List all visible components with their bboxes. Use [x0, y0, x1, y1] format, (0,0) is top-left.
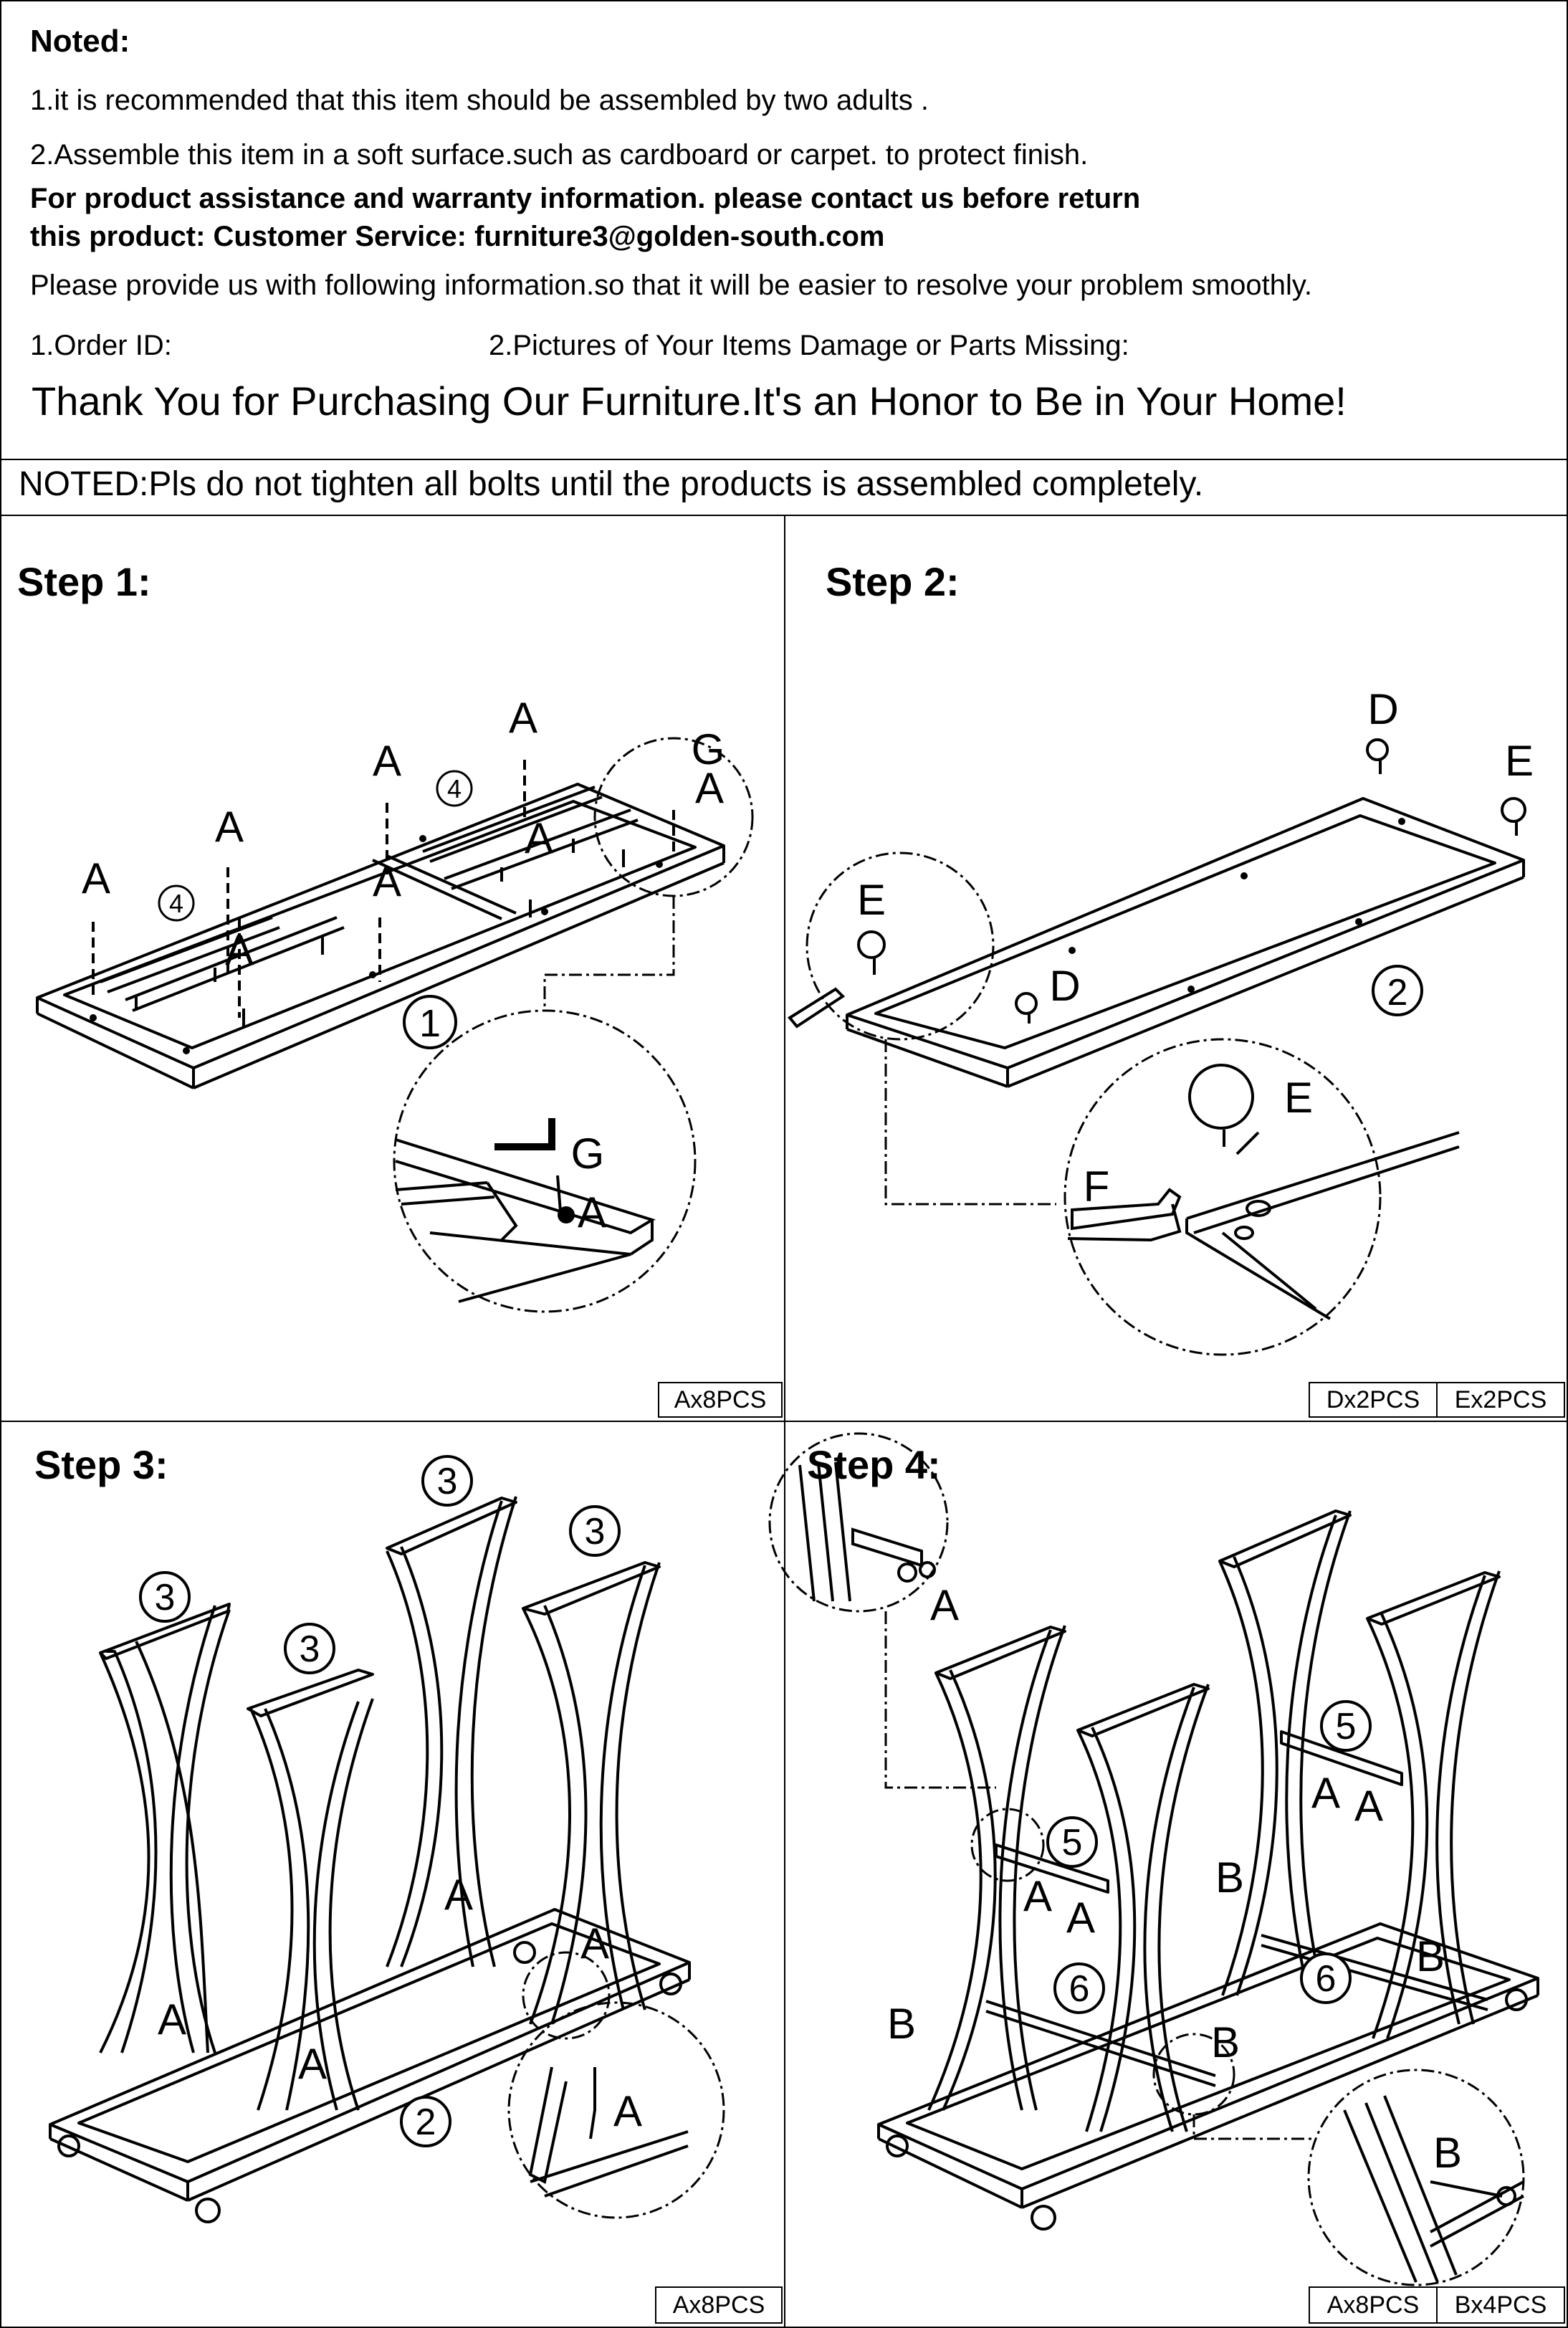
svg-text:2: 2 [416, 2102, 436, 2143]
step-title: Step 1: [17, 559, 151, 604]
parts-count-box: Ex2PCS [1436, 1382, 1565, 1418]
label-a: A [1354, 1782, 1383, 1830]
label-d: D [1049, 962, 1080, 1010]
step-3-illustration: A A A A A 3 3 3 3 2 [49, 1455, 725, 2223]
label-g: G [571, 1130, 605, 1178]
label-a: A [580, 1919, 609, 1967]
svg-text:1: 1 [419, 1002, 441, 1045]
svg-text:6: 6 [1069, 1968, 1090, 2010]
notes-heading: Noted: [30, 24, 130, 59]
label-a: A [215, 803, 244, 851]
contact-line-1: For product assistance and warranty info… [30, 183, 1141, 214]
parts-count-box: Ax8PCS [1309, 2286, 1438, 2324]
label-b: B [1211, 2018, 1240, 2066]
svg-text:6: 6 [1316, 1958, 1337, 2000]
parts-count-box: Ax8PCS [658, 1382, 783, 1418]
label-b: B [1433, 2129, 1462, 2177]
svg-text:3: 3 [155, 1577, 176, 1618]
label-a: A [444, 1871, 473, 1919]
bolts-note: NOTED:Pls do not tighten all bolts until… [19, 465, 1204, 503]
label-b: B [1416, 1932, 1445, 1980]
contact-line-2: this product: Customer Service: furnitur… [30, 221, 885, 252]
label-a: A [373, 857, 401, 905]
label-b: B [887, 2000, 916, 2048]
label-a: A [1311, 1769, 1340, 1817]
svg-text:2: 2 [1387, 972, 1408, 1013]
label-f: F [1084, 1163, 1110, 1211]
parts-count-box: Dx2PCS [1309, 1382, 1438, 1418]
svg-text:4: 4 [447, 774, 462, 803]
parts-count-box: Ax8PCS [655, 2286, 783, 2324]
label-a: A [1066, 1894, 1095, 1942]
provide-info-line: Please provide us with following informa… [30, 269, 1312, 301]
label-g: G [692, 725, 725, 773]
svg-text:3: 3 [585, 1511, 606, 1552]
label-b: B [1215, 1854, 1244, 1902]
step-title: Step 3: [34, 1442, 168, 1487]
step-title: Step 2: [826, 559, 960, 604]
label-a: A [695, 764, 724, 812]
order-id-label: 1.Order ID: [30, 330, 172, 361]
label-a: A [373, 737, 401, 785]
label-a: A [930, 1581, 959, 1629]
label-e: E [1284, 1074, 1313, 1122]
step-4-illustration: A A A A A B B B B B 5 5 6 6 [768, 1432, 1539, 2286]
label-a: A [613, 2087, 642, 2135]
svg-text:5: 5 [1336, 1706, 1357, 1747]
divider [784, 515, 785, 2327]
label-e: E [1505, 737, 1534, 785]
svg-text:4: 4 [169, 889, 183, 918]
label-a: A [578, 1188, 606, 1236]
pictures-label: 2.Pictures of Your Items Damage or Parts… [489, 330, 1129, 361]
svg-text:3: 3 [300, 1628, 320, 1670]
label-a: A [298, 2040, 327, 2088]
svg-text:5: 5 [1062, 1822, 1083, 1864]
label-a: A [525, 814, 553, 862]
parts-count-box: Bx4PCS [1436, 2286, 1565, 2324]
divider [0, 459, 1568, 460]
step-2-illustration: D E E D E F 2 [787, 685, 1534, 1356]
step-title: Step 4: [807, 1442, 941, 1487]
note-line-1: 1.it is recommended that this item shoul… [30, 85, 929, 116]
step-1-illustration: A A A A A A A A G G A 4 4 1 [36, 694, 754, 1313]
label-a: A [225, 926, 254, 974]
label-d: D [1367, 685, 1398, 733]
thank-you-line: Thank You for Purchasing Our Furniture.I… [32, 378, 1347, 424]
label-a: A [1023, 1872, 1052, 1920]
label-e: E [857, 876, 886, 924]
label-a: A [82, 854, 110, 902]
label-a: A [509, 694, 537, 742]
note-line-2: 2.Assemble this item in a soft surface.s… [30, 139, 1089, 171]
svg-text:3: 3 [437, 1461, 458, 1502]
label-a: A [158, 1995, 186, 2043]
